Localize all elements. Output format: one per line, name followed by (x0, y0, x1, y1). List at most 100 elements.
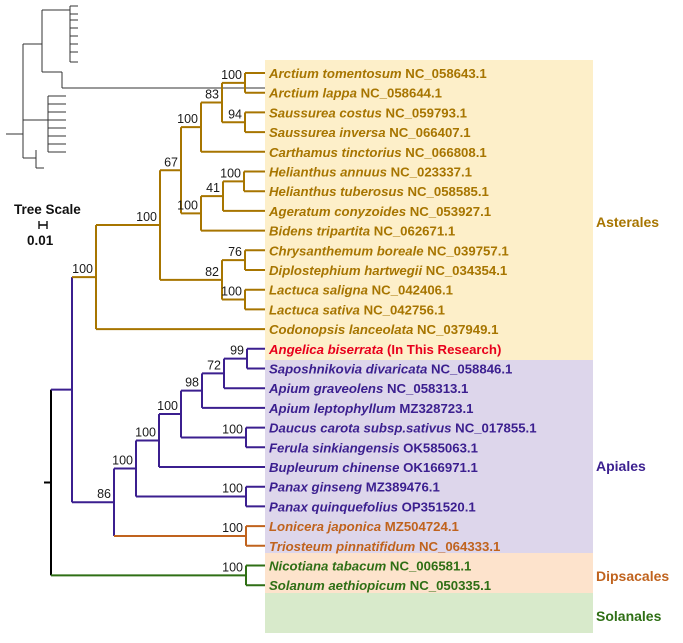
taxon-label: Nicotiana tabacum NC_006581.1 (269, 559, 471, 574)
taxon-species: Helianthus annuus (269, 165, 387, 180)
taxon-label: Saussurea inversa NC_066407.1 (269, 125, 471, 140)
bootstrap-value: 94 (228, 107, 242, 121)
taxon-label: Saposhnikovia divaricata NC_058846.1 (269, 362, 512, 377)
taxon-label: Saussurea costus NC_059793.1 (269, 105, 467, 120)
bootstrap-value: 100 (136, 210, 157, 224)
inset-overview-tree (6, 5, 265, 169)
tree-scale-title: Tree Scale (14, 202, 81, 217)
taxon-label: Lonicera japonica MZ504724.1 (269, 519, 459, 534)
taxon-label: Helianthus tuberosus NC_058585.1 (269, 184, 489, 199)
taxon-species: Bidens tripartita (269, 224, 370, 239)
bootstrap-value: 100 (177, 112, 198, 126)
taxon-label: Lactuca saligna NC_042406.1 (269, 283, 453, 298)
taxon-accession: NC_058313.1 (383, 381, 468, 396)
clade-backgrounds (265, 60, 593, 633)
taxon-accession: OK166971.1 (399, 460, 477, 475)
bootstrap-value: 100 (112, 454, 133, 468)
taxon-accession: MZ328723.1 (396, 401, 474, 416)
tree-scale-value: 0.01 (27, 233, 54, 248)
taxon-accession: NC_017855.1 (452, 421, 537, 436)
taxon-species: Ageratum conyzoides (268, 204, 406, 219)
taxon-label: Apium graveolens NC_058313.1 (268, 381, 468, 396)
taxon-species: Apium leptophyllum (268, 401, 396, 416)
bootstrap-value: 100 (222, 521, 243, 535)
taxon-accession: NC_034354.1 (422, 263, 507, 278)
taxon-species: Daucus carota subsp.sativus (269, 421, 452, 436)
bootstrap-value: 99 (230, 344, 244, 358)
bootstrap-value: 82 (205, 265, 219, 279)
taxon-label: Arctium tomentosum NC_058643.1 (268, 66, 487, 81)
taxon-accession: NC_059793.1 (382, 105, 467, 120)
bootstrap-value: 100 (177, 198, 198, 212)
taxon-accession: NC_006581.1 (386, 559, 471, 574)
bootstrap-value: 100 (220, 166, 241, 180)
taxon-accession: MZ389476.1 (362, 480, 440, 495)
taxon-species: Chrysanthemum boreale (269, 243, 424, 258)
taxon-label: Chrysanthemum boreale NC_039757.1 (269, 243, 509, 258)
taxon-label: Panax quinquefolius OP351520.1 (269, 499, 476, 514)
bootstrap-value: 100 (222, 560, 243, 574)
taxon-species: Angelica biserrata (268, 342, 383, 357)
taxon-label: Triosteum pinnatifidum NC_064333.1 (269, 539, 500, 554)
bootstrap-value: 41 (206, 181, 220, 195)
taxon-accession: NC_037949.1 (413, 322, 498, 337)
apiales-background (265, 360, 593, 553)
bootstrap-value: 100 (222, 422, 243, 436)
taxon-species: Helianthus tuberosus (269, 184, 404, 199)
taxon-label: Diplostephium hartwegii NC_034354.1 (269, 263, 507, 278)
taxon-species: Arctium tomentosum (268, 66, 402, 81)
taxon-species: Saussurea inversa (269, 125, 386, 140)
taxon-accession: NC_042406.1 (368, 283, 453, 298)
taxon-label: Ageratum conyzoides NC_053927.1 (268, 204, 491, 219)
tree-scale: Tree Scale 0.01 (14, 202, 81, 248)
taxon-species: Carthamus tinctorius (269, 145, 402, 160)
taxon-accession: NC_058644.1 (357, 86, 442, 101)
bootstrap-value: 86 (97, 487, 111, 501)
bootstrap-value: 100 (221, 68, 242, 82)
taxon-label: Lactuca sativa NC_042756.1 (269, 302, 445, 317)
taxon-accession: NC_039757.1 (424, 243, 509, 258)
taxon-species: Lactuca saligna (269, 283, 368, 298)
taxon-accession: MZ504724.1 (381, 519, 459, 534)
taxon-accession: NC_058846.1 (427, 362, 512, 377)
taxon-species: Ferula sinkiangensis (269, 440, 399, 455)
taxon-accession: NC_050335.1 (406, 578, 491, 593)
bootstrap-value: 76 (228, 245, 242, 259)
clade-label-apiales: Apiales (596, 458, 646, 474)
taxon-accession: NC_062671.1 (370, 224, 455, 239)
taxon-species: Nicotiana tabacum (269, 559, 387, 574)
bootstrap-value: 67 (164, 155, 178, 169)
taxon-accession: NC_066407.1 (386, 125, 471, 140)
taxon-label: Bidens tripartita NC_062671.1 (269, 224, 455, 239)
taxon-species: Saposhnikovia divaricata (269, 362, 427, 377)
taxon-accession: NC_053927.1 (406, 204, 491, 219)
taxon-label-highlight: Angelica biserrata (In This Research) (268, 342, 501, 357)
taxon-accession: NC_066808.1 (402, 145, 487, 160)
taxon-accession: NC_058585.1 (404, 184, 489, 199)
taxon-label: Codonopsis lanceolata NC_037949.1 (269, 322, 498, 337)
taxon-accession: NC_058643.1 (402, 66, 487, 81)
asterales-background (265, 60, 593, 360)
taxon-accession: OK585063.1 (399, 440, 477, 455)
clade-label-asterales: Asterales (596, 214, 659, 230)
bootstrap-value: 100 (221, 285, 242, 299)
taxon-accession: NC_064333.1 (415, 539, 500, 554)
taxon-species: Codonopsis lanceolata (269, 322, 413, 337)
taxon-label: Carthamus tinctorius NC_066808.1 (269, 145, 487, 160)
taxon-accession: NC_042756.1 (360, 302, 445, 317)
taxon-species: Triosteum pinnatifidum (269, 539, 416, 554)
bootstrap-value: 83 (205, 88, 219, 102)
clade-label-solanales: Solanales (596, 608, 662, 624)
bootstrap-value: 100 (72, 262, 93, 276)
clade-label-dipsacales: Dipsacales (596, 568, 669, 584)
taxon-label: Solanum aethiopicum NC_050335.1 (269, 578, 491, 593)
taxon-species: Saussurea costus (269, 105, 382, 120)
solanales-background (265, 593, 593, 633)
taxon-label: Arctium lappa NC_058644.1 (268, 86, 442, 101)
taxon-label: Panax ginseng MZ389476.1 (269, 480, 440, 495)
bootstrap-value: 100 (222, 482, 243, 496)
taxon-species: Diplostephium hartwegii (269, 263, 422, 278)
taxon-label: Helianthus annuus NC_023337.1 (269, 165, 472, 180)
